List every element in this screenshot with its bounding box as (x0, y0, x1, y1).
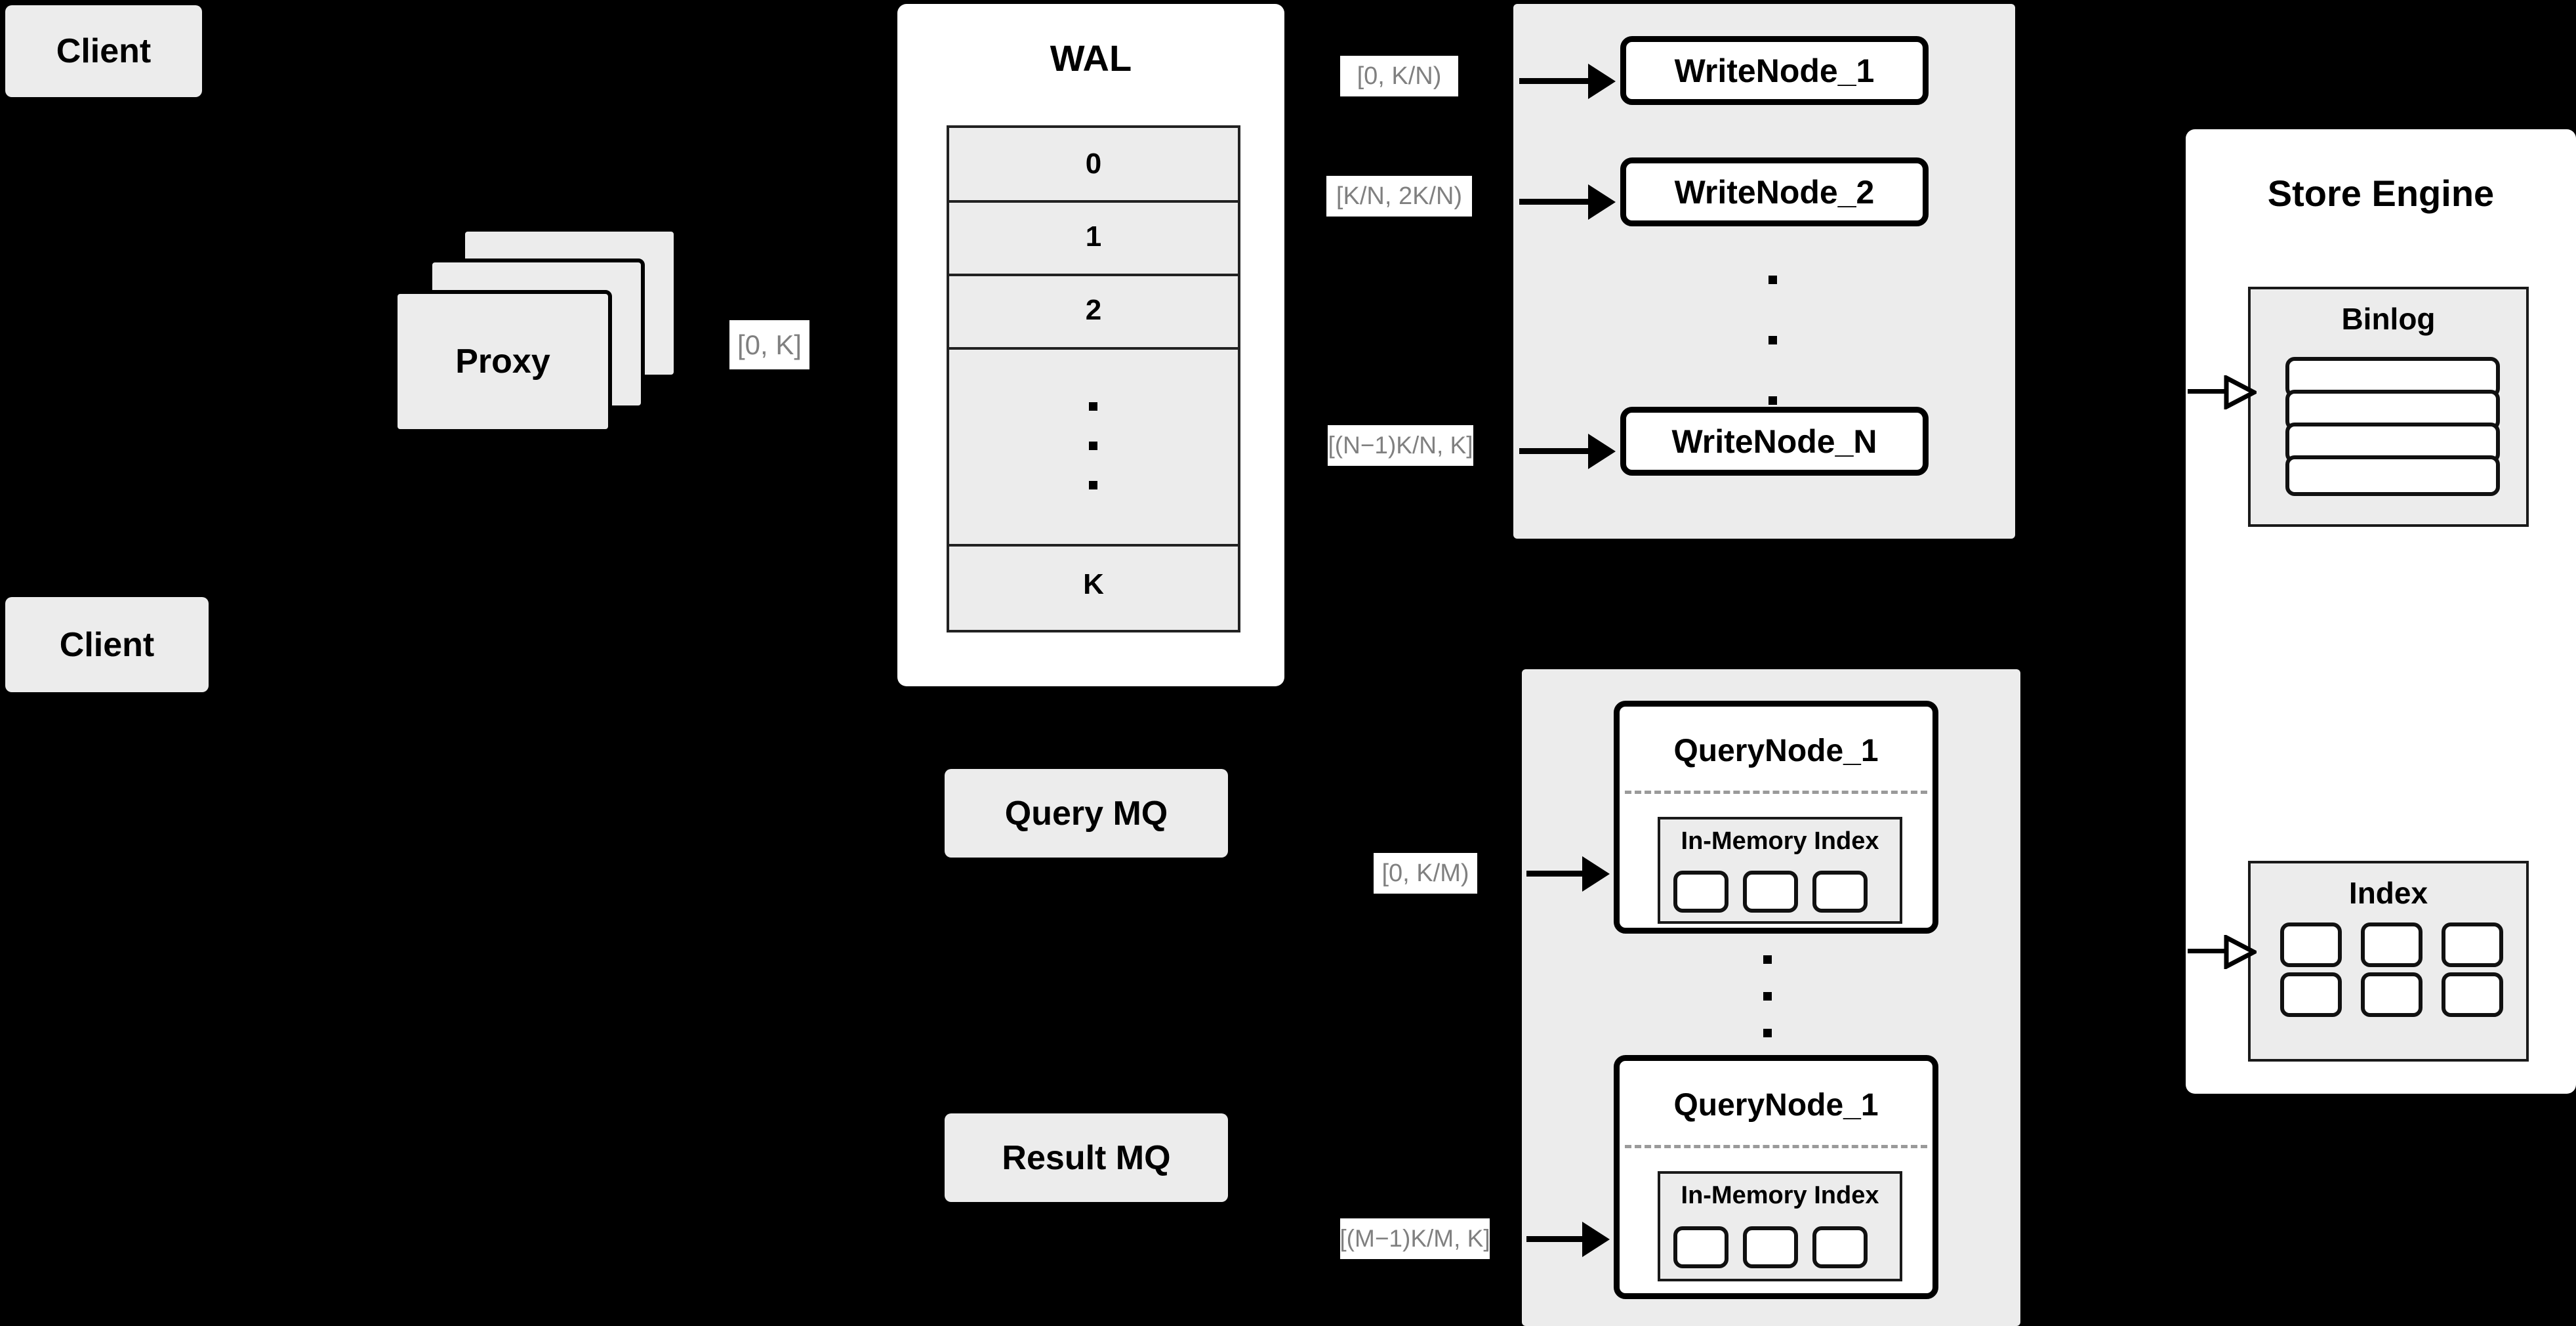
store-engine-panel: Store Engine Binlog Index (2186, 129, 2576, 1094)
store-index-arrow-line (2188, 949, 2228, 953)
binlog-title: Binlog (2341, 302, 2436, 336)
write-node-label: WriteNode_N (1671, 423, 1877, 460)
write-node-n-range-label: [(N−1)K/N, K] (1328, 425, 1473, 466)
result-mq-box[interactable]: Result MQ (945, 1113, 1228, 1202)
client-label: Client (59, 625, 155, 664)
range-text: [0, K/N) (1357, 62, 1442, 90)
store-index-cell[interactable] (2361, 922, 2423, 967)
query-node-label: QueryNode_1 (1673, 1088, 1879, 1123)
index-cell[interactable] (1812, 871, 1868, 913)
binlog-box: Binlog (2248, 287, 2529, 527)
write-cluster-ellipsis (1768, 276, 1782, 426)
index-cell[interactable] (1812, 1226, 1868, 1268)
write-node-1[interactable]: WriteNode_1 (1620, 36, 1929, 105)
wal-entry[interactable]: 0 (949, 128, 1238, 203)
client-box-2[interactable]: Client (5, 597, 209, 692)
query-node-1-arrow-head (1582, 856, 1610, 892)
wal-entry-ellipsis (949, 347, 1238, 547)
query-node-divider (1625, 1145, 1927, 1148)
binlog-arrow-line (2188, 389, 2228, 394)
store-engine-title: Store Engine (2267, 173, 2495, 214)
in-memory-index-title: In-Memory Index (1681, 1182, 1879, 1209)
write-node-2-arrow-head (1588, 184, 1616, 220)
result-mq-label: Result MQ (1002, 1138, 1171, 1177)
wal-entry-label: 2 (1085, 294, 1102, 326)
wal-entry-label: K (1083, 568, 1104, 600)
query-node-2-arrow-line (1526, 1236, 1589, 1242)
query-node-2-range-label: [(M−1)K/M, K] (1339, 1218, 1490, 1259)
client-label: Client (56, 32, 152, 70)
wal-entry[interactable]: 2 (949, 274, 1238, 350)
query-node-2-arrow-head (1582, 1222, 1610, 1257)
store-index-cell[interactable] (2280, 972, 2342, 1017)
query-node-1-arrow-line (1526, 871, 1589, 877)
wal-entry[interactable]: 1 (949, 200, 1238, 276)
index-cell[interactable] (1673, 1226, 1728, 1268)
write-node-n[interactable]: WriteNode_N (1620, 407, 1929, 476)
client-box-1[interactable]: Client (5, 5, 202, 97)
write-node-1-range-label: [0, K/N) (1340, 56, 1458, 96)
in-memory-index-title: In-Memory Index (1681, 827, 1879, 855)
write-node-1-arrow-head (1588, 64, 1616, 99)
wal-entry[interactable]: K (949, 544, 1238, 625)
query-node-divider (1625, 791, 1927, 794)
store-index-cell[interactable] (2280, 922, 2342, 967)
proxy-range-label: [0, K] (729, 320, 809, 369)
write-node-2-range-label: [K/N, 2K/N) (1326, 176, 1472, 217)
store-index-cell[interactable] (2442, 972, 2503, 1017)
proxy-label: Proxy (455, 342, 550, 381)
binlog-row[interactable] (2285, 455, 2500, 496)
store-index-arrow-head-icon (2224, 935, 2257, 969)
store-index-cell[interactable] (2361, 972, 2423, 1017)
store-index-box: Index (2248, 861, 2529, 1062)
index-cell[interactable] (1673, 871, 1728, 913)
wal-entry-label: 1 (1085, 220, 1102, 253)
in-memory-index-box: In-Memory Index (1658, 817, 1902, 924)
wal-entry-label: 0 (1085, 148, 1102, 180)
wal-title: WAL (1050, 37, 1132, 79)
query-node-1[interactable]: QueryNode_1 In-Memory Index (1614, 701, 1938, 934)
query-mq-box[interactable]: Query MQ (945, 769, 1228, 858)
range-text: [K/N, 2K/N) (1336, 182, 1463, 210)
store-index-title: Index (2348, 876, 2428, 910)
write-node-n-arrow-line (1519, 448, 1588, 454)
write-node-2-arrow-line (1519, 199, 1588, 205)
write-node-n-arrow-head (1588, 434, 1616, 469)
write-node-label: WriteNode_1 (1674, 52, 1875, 89)
write-node-label: WriteNode_2 (1674, 173, 1875, 211)
range-text: [(N−1)K/N, K] (1328, 432, 1473, 459)
range-text: [(M−1)K/M, K] (1339, 1225, 1490, 1252)
store-index-cell[interactable] (2442, 922, 2503, 967)
proxy-box[interactable]: Proxy (394, 290, 612, 433)
index-cell[interactable] (1743, 871, 1798, 913)
query-cluster-ellipsis (1763, 955, 1776, 1106)
write-node-1-arrow-line (1519, 78, 1588, 84)
range-text: [0, K] (737, 329, 802, 360)
range-text: [0, K/M) (1381, 859, 1469, 887)
proxy-stack[interactable]: Proxy (377, 213, 692, 436)
write-node-2[interactable]: WriteNode_2 (1620, 157, 1929, 226)
wal-entry-list: 0 1 2 K (947, 125, 1240, 632)
query-node-label: QueryNode_1 (1673, 734, 1879, 768)
query-node-2[interactable]: QueryNode_1 In-Memory Index (1614, 1055, 1938, 1299)
query-mq-label: Query MQ (1004, 794, 1168, 833)
query-node-1-range-label: [0, K/M) (1374, 853, 1477, 894)
index-cell[interactable] (1743, 1226, 1798, 1268)
wal-container: WAL 0 1 2 K (897, 4, 1284, 686)
in-memory-index-box: In-Memory Index (1658, 1171, 1902, 1281)
binlog-arrow-head-icon (2224, 375, 2257, 409)
